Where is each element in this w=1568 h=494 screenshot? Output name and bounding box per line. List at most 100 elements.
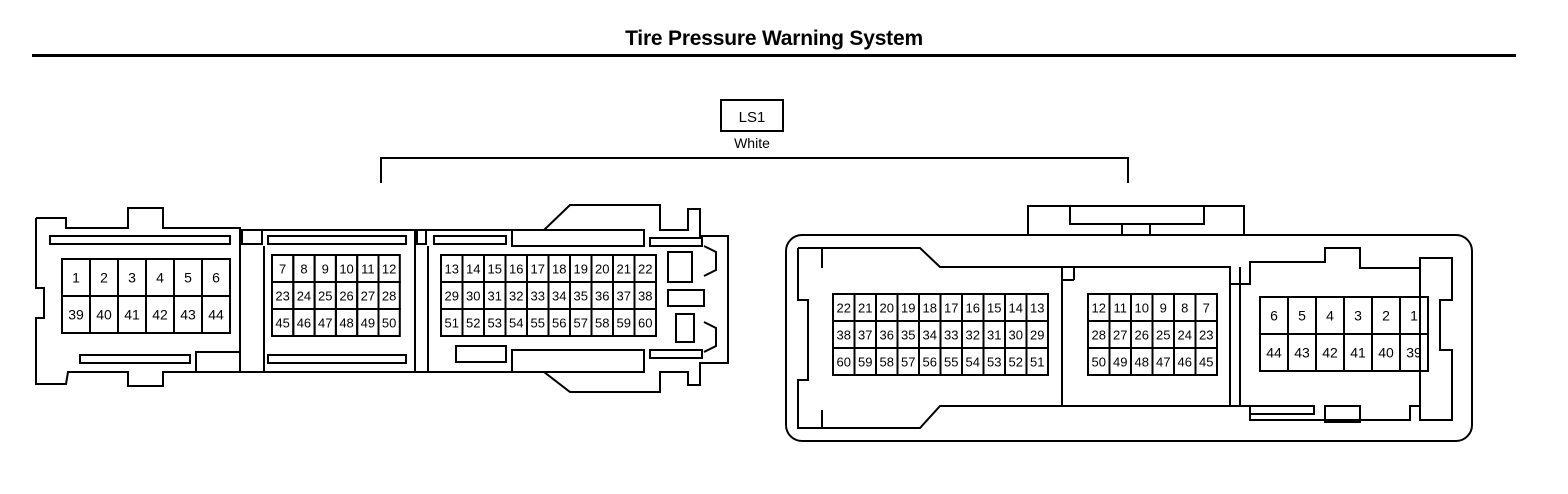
pin-number: 14 [466, 262, 480, 277]
pin-number: 35 [574, 289, 588, 304]
pin-number: 37 [858, 328, 872, 343]
pin-number: 39 [1406, 345, 1422, 361]
pin-number: 27 [361, 289, 375, 304]
pin-number: 33 [944, 328, 958, 343]
connector-bracket [380, 157, 1129, 183]
pin-number: 56 [552, 316, 566, 331]
pin-cell [1399, 333, 1429, 372]
pin-number: 43 [1294, 345, 1310, 361]
pin-number: 30 [1009, 328, 1023, 343]
pin-cell [1025, 347, 1049, 376]
pin-number: 26 [1135, 328, 1149, 343]
pin-number: 14 [1009, 301, 1023, 316]
pin-number: 5 [184, 270, 192, 286]
pin-number: 1 [1410, 308, 1418, 324]
pin-number: 39 [68, 307, 84, 323]
pin-number: 36 [880, 328, 894, 343]
pin-number: 43 [180, 307, 196, 323]
pin-number: 16 [966, 301, 980, 316]
pin-number: 21 [617, 262, 631, 277]
pin-number: 57 [574, 316, 588, 331]
pin-number: 11 [1114, 301, 1128, 316]
pin-number: 40 [96, 307, 112, 323]
pin-number: 8 [300, 262, 307, 277]
pin-number: 22 [638, 262, 652, 277]
pin-number: 36 [595, 289, 609, 304]
pin-number: 31 [987, 328, 1001, 343]
pin-number: 20 [880, 301, 894, 316]
pin-number: 59 [858, 355, 872, 370]
page-title: Tire Pressure Warning System [625, 27, 923, 50]
pin-number: 46 [297, 316, 311, 331]
pin-number: 37 [617, 289, 631, 304]
pin-cell [377, 308, 401, 337]
pin-number: 15 [987, 301, 1001, 316]
pin-cell [633, 308, 657, 337]
pin-number: 28 [1092, 328, 1106, 343]
pin-number: 45 [275, 316, 289, 331]
pin-number: 23 [275, 289, 289, 304]
pin-number: 40 [1378, 345, 1394, 361]
pin-number: 23 [1199, 328, 1213, 343]
pin-number: 3 [1354, 308, 1362, 324]
pin-number: 32 [509, 289, 523, 304]
pin-number: 49 [1113, 355, 1127, 370]
pin-number: 60 [638, 316, 652, 331]
pin-number: 28 [382, 289, 396, 304]
pin-number: 38 [837, 328, 851, 343]
pin-number: 55 [944, 355, 958, 370]
pin-number: 7 [279, 262, 286, 277]
pin-number: 25 [1156, 328, 1170, 343]
pin-number: 4 [1326, 308, 1334, 324]
pin-number: 9 [322, 262, 329, 277]
pin-number: 30 [466, 289, 480, 304]
pin-number: 13 [1030, 301, 1044, 316]
pin-number: 51 [445, 316, 459, 331]
pin-cell [201, 295, 231, 334]
pin-number: 2 [1382, 308, 1390, 324]
pin-number: 12 [1092, 301, 1106, 316]
pin-number: 24 [1178, 328, 1192, 343]
pin-number: 25 [318, 289, 332, 304]
pin-number: 33 [531, 289, 545, 304]
pin-number: 19 [574, 262, 588, 277]
pin-number: 19 [901, 301, 915, 316]
pin-number: 41 [1350, 345, 1366, 361]
pin-number: 32 [966, 328, 980, 343]
pin-number: 12 [382, 262, 396, 277]
pin-number: 54 [966, 355, 980, 370]
pin-number: 20 [595, 262, 609, 277]
right-connector-housing [785, 205, 1473, 442]
pin-number: 8 [1181, 301, 1188, 316]
pin-number: 2 [100, 270, 108, 286]
pin-number: 42 [152, 307, 168, 323]
pin-number: 54 [509, 316, 523, 331]
pin-number: 48 [1135, 355, 1149, 370]
pin-number: 34 [923, 328, 937, 343]
left-connector-housing [35, 204, 729, 393]
pin-number: 29 [445, 289, 459, 304]
pin-number: 58 [595, 316, 609, 331]
pin-number: 18 [923, 301, 937, 316]
pin-number: 51 [1030, 355, 1044, 370]
pin-number: 34 [552, 289, 566, 304]
connector-color: White [734, 135, 770, 151]
pin-number: 24 [297, 289, 311, 304]
connector-code: LS1 [739, 109, 766, 126]
pin-number: 44 [1266, 345, 1282, 361]
pin-number: 46 [1178, 355, 1192, 370]
pin-number: 58 [880, 355, 894, 370]
pin-number: 1 [72, 270, 80, 286]
pin-number: 53 [488, 316, 502, 331]
pin-number: 57 [901, 355, 915, 370]
pin-number: 6 [212, 270, 220, 286]
pin-number: 17 [944, 301, 958, 316]
connector-code-box [720, 99, 784, 132]
pin-cell [1194, 347, 1218, 376]
pin-number: 50 [1092, 355, 1106, 370]
